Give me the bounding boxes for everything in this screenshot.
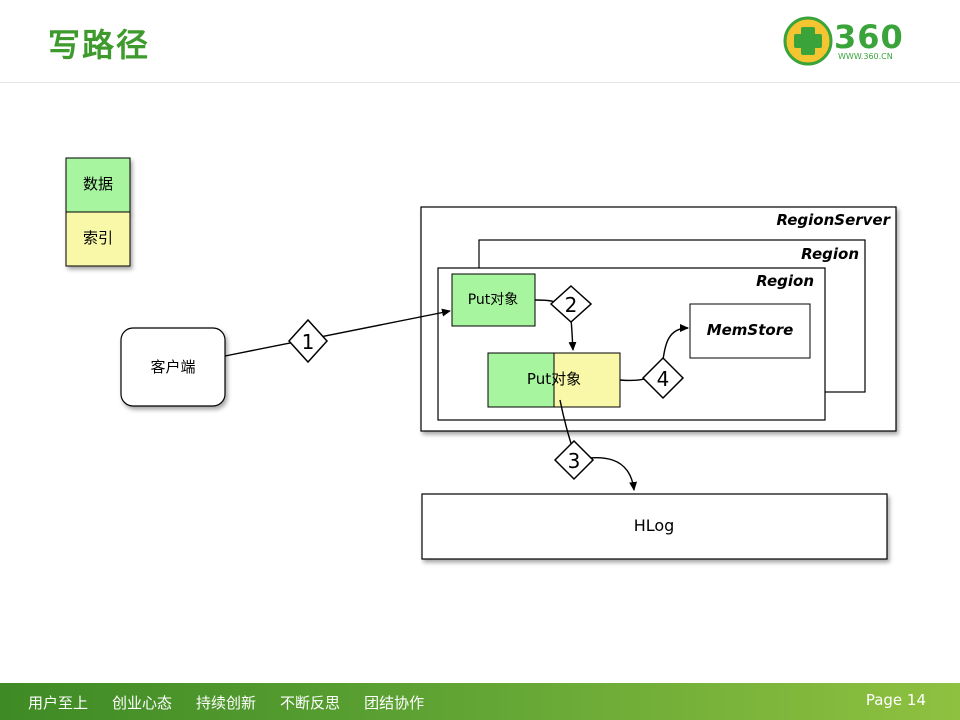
slide-title: 写路径 (48, 26, 151, 64)
page-number: Page 14 (865, 691, 926, 709)
hlog: HLog (421, 493, 888, 560)
brand-logo: 360 WWW.360.CN (782, 14, 932, 68)
legend-index-label: 索引 (83, 229, 113, 247)
step-marker-3: 3 (553, 439, 595, 481)
put-object-top: Put对象 (451, 273, 536, 327)
region-front-label: Region (756, 272, 814, 290)
slide-header: 写路径 360 WWW.360.CN (0, 0, 960, 83)
step-marker-4: 4 (641, 356, 685, 400)
step-marker-1: 1 (287, 318, 329, 364)
step-label-2: 2 (565, 293, 578, 317)
step-marker-2: 2 (549, 284, 593, 324)
footer-value-item: 持续创新 (196, 694, 257, 712)
plus-logo-icon (783, 16, 833, 66)
client-label: 客户端 (150, 358, 195, 376)
put-object-bottom: Put对象 (487, 352, 621, 408)
step-label-4: 4 (657, 367, 670, 391)
memstore-label: MemStore (707, 321, 794, 339)
step-label-3: 3 (568, 449, 581, 473)
arrow-client-to-put (224, 308, 451, 357)
region-server-label: RegionServer (776, 211, 891, 229)
footer-values: 用户至上 创业心态 持续创新 不断反思 团结协作 (28, 692, 424, 713)
footer-value-item: 创业心态 (112, 694, 173, 712)
legend-index-swatch (65, 211, 131, 267)
put-object-top-label: Put对象 (468, 292, 519, 308)
put-object-bottom-label: Put对象 (527, 370, 581, 388)
legend: 数据 索引 (65, 157, 131, 267)
slide-footer: 用户至上 创业心态 持续创新 不断反思 团结协作 Page 14 (0, 683, 960, 720)
footer-value-item: 不断反思 (280, 694, 341, 712)
client: 客户端 (120, 327, 226, 407)
footer-value-item: 团结协作 (364, 694, 425, 712)
logo-url: WWW.360.CN (838, 52, 893, 61)
logo-text: 360 (834, 18, 904, 56)
footer-value-item: 用户至上 (28, 694, 89, 712)
memstore: MemStore (689, 303, 811, 359)
hlog-label: HLog (634, 516, 675, 535)
region-back-label: Region (801, 245, 859, 263)
legend-data-label: 数据 (83, 175, 113, 193)
step-label-1: 1 (302, 330, 315, 354)
